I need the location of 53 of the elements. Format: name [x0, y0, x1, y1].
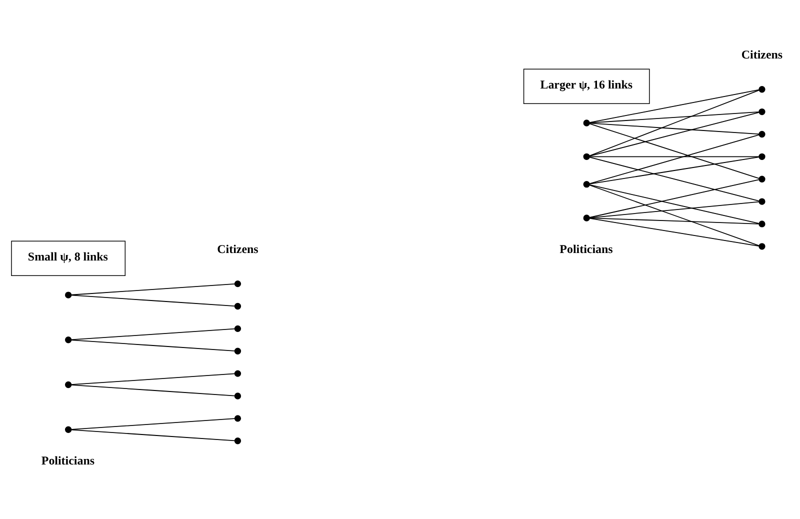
connector [71, 429, 236, 442]
node-circle [583, 214, 590, 222]
node-circle [234, 348, 242, 354]
node-circle [758, 130, 766, 138]
connector [71, 418, 236, 430]
connector [589, 179, 760, 218]
connector [589, 156, 760, 202]
label: Citizens [741, 48, 783, 62]
node-circle [758, 176, 766, 182]
connector [589, 112, 760, 124]
connector [71, 373, 236, 386]
node-circle [758, 86, 766, 93]
node-box: Larger ψ, 16 links [523, 68, 650, 104]
node-circle [583, 181, 590, 188]
label: Citizens [217, 242, 258, 256]
connector [589, 156, 760, 158]
node-circle [234, 302, 242, 310]
connector [589, 122, 760, 135]
connector [589, 156, 760, 184]
connector [589, 89, 760, 124]
connector [589, 184, 760, 224]
node-circle [234, 370, 242, 377]
node-circle [234, 325, 242, 332]
connector [589, 90, 760, 156]
connector [589, 218, 760, 224]
node-circle [583, 120, 590, 126]
node-circle [234, 438, 242, 444]
node-circle [758, 243, 766, 250]
node-circle [758, 108, 766, 116]
connector [589, 218, 760, 246]
node-circle [64, 381, 72, 388]
node-circle [758, 220, 766, 228]
node-circle [758, 153, 766, 160]
node-circle [234, 415, 242, 422]
connector [71, 284, 236, 296]
connector [71, 340, 236, 352]
connector [589, 184, 760, 246]
connector [71, 384, 236, 396]
connector [71, 294, 236, 307]
node-circle [64, 426, 72, 433]
node-circle [234, 280, 242, 288]
connector [71, 328, 236, 340]
label: Politicians [41, 454, 95, 468]
node-box: Small ψ, 8 links [11, 240, 126, 276]
label: Politicians [560, 242, 613, 256]
connector [589, 112, 760, 157]
node-circle [234, 392, 242, 400]
node-circle [583, 153, 590, 160]
connector [589, 123, 760, 179]
node-circle [758, 198, 766, 205]
connector [589, 134, 760, 184]
node-circle [64, 336, 72, 344]
node-circle [64, 292, 72, 298]
